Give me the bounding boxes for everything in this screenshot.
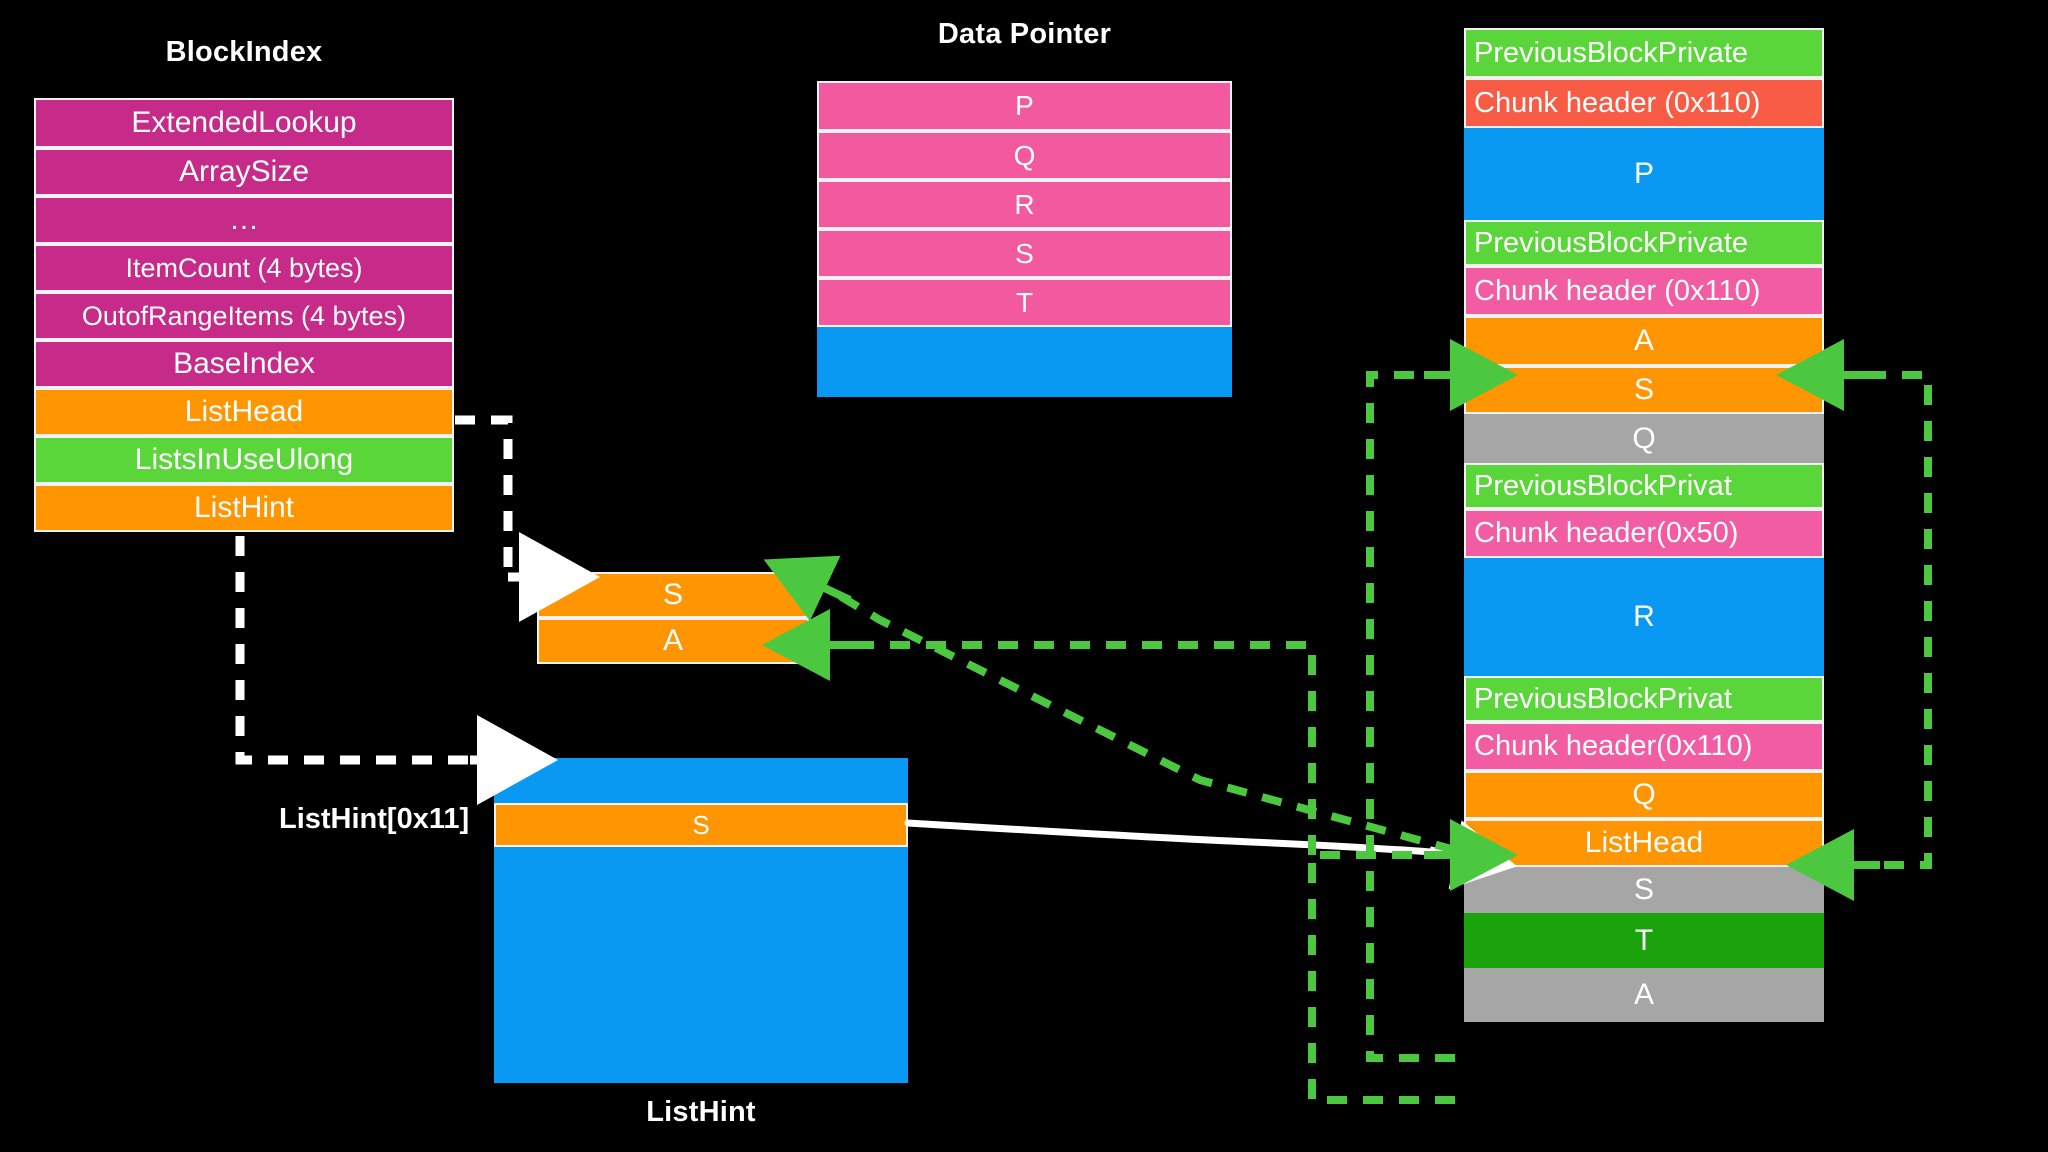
listhint-title: ListHint (646, 1096, 756, 1128)
heap-row-a-free[interactable]: A (1464, 968, 1824, 1022)
datapointer-title: Data Pointer (937, 18, 1112, 50)
listhint-index-label: ListHint[0x11] (279, 803, 470, 835)
freelist-entry-row-a[interactable]: A (537, 618, 809, 664)
arrow-listhint-entry-to-heap-q (904, 819, 1518, 890)
heap-row-listhead[interactable]: ListHead (1464, 819, 1824, 867)
heap-row-previousblockprivate[interactable]: PreviousBlockPrivate (1464, 220, 1824, 266)
freelist-entry-row-s[interactable]: S (537, 572, 809, 618)
blockindex-row[interactable]: ArraySize (34, 148, 454, 196)
blockindex-row[interactable]: … (34, 196, 454, 244)
heap-row-chunk-header[interactable]: Chunk header(0x50) (1464, 509, 1824, 558)
heap-row-previousblockprivate[interactable]: PreviousBlockPrivat (1464, 463, 1824, 509)
datapointer-row[interactable]: T (817, 278, 1232, 327)
heap-row-chunk-header[interactable]: Chunk header (0x110) (1464, 266, 1824, 316)
blockindex-row[interactable]: ItemCount (4 bytes) (34, 244, 454, 292)
heap-row-previousblockprivate[interactable]: PreviousBlockPrivate (1464, 28, 1824, 78)
datapointer-row[interactable]: R (817, 180, 1232, 229)
heap-row-p[interactable]: P (1464, 128, 1824, 220)
heap-row-r[interactable]: R (1464, 558, 1824, 676)
datapointer-struct: P Q R S T (817, 81, 1232, 414)
blockindex-row-listsinuseulong[interactable]: ListsInUseUlong (34, 436, 454, 484)
arrow-heap-t-to-heap-a (1366, 339, 1518, 1062)
freelist-entry-struct: S A (537, 572, 809, 664)
datapointer-row[interactable]: P (817, 81, 1232, 131)
heap-row-q[interactable]: Q (1464, 771, 1824, 819)
heap-row-t[interactable]: T (1464, 913, 1824, 968)
heap-row-s-free[interactable]: S (1464, 867, 1824, 913)
heap-row-chunk-header[interactable]: Chunk header (0x110) (1464, 78, 1824, 128)
blockindex-row-listhead[interactable]: ListHead (34, 388, 454, 436)
listhint-entry-s[interactable]: S (494, 803, 908, 847)
heap-row-a[interactable]: A (1464, 316, 1824, 366)
blockindex-struct: ExtendedLookup ArraySize … ItemCount (4 … (34, 98, 454, 532)
blockindex-row[interactable]: BaseIndex (34, 340, 454, 388)
datapointer-row-free[interactable] (817, 327, 1232, 397)
heap-struct: PreviousBlockPrivate Chunk header (0x110… (1464, 28, 1824, 1122)
blockindex-row-listhint[interactable]: ListHint (34, 484, 454, 532)
heap-row-q-free[interactable]: Q (1464, 414, 1824, 463)
datapointer-row[interactable]: S (817, 229, 1232, 278)
heap-row-chunk-header[interactable]: Chunk header(0x110) (1464, 722, 1824, 771)
listhint-array[interactable]: S (494, 758, 908, 1083)
blockindex-title: BlockIndex (165, 36, 323, 68)
datapointer-row[interactable]: Q (817, 131, 1232, 180)
blockindex-row[interactable]: ExtendedLookup (34, 98, 454, 148)
arrow-heap-q-to-freelist-entry-s (763, 555, 1457, 854)
arrow-listhint-to-listhint-array (235, 536, 558, 805)
arrow-heap-a-to-heap-q-right (1776, 339, 1932, 901)
heap-row-previousblockprivate[interactable]: PreviousBlockPrivat (1464, 676, 1824, 722)
heap-row-s[interactable]: S (1464, 366, 1824, 414)
blockindex-row[interactable]: OutofRangeItems (4 bytes) (34, 292, 454, 340)
arrow-listhead-to-freelist-entry (455, 415, 600, 622)
arrow-heap-a-free-to-heap-t (1308, 819, 1518, 1104)
